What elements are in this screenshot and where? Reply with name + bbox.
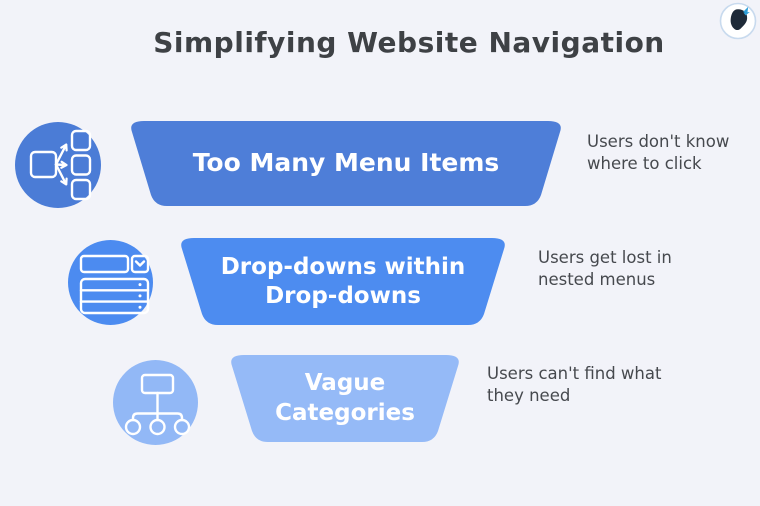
funnel-segment-3: Vague Categories — [228, 355, 462, 442]
funnel-shape — [181, 238, 505, 325]
annotation-2: Users get lost in nested menus — [538, 248, 672, 289]
funnel-label-2: Drop-downs within Drop-downs — [220, 254, 466, 309]
funnel-shape — [231, 355, 459, 442]
funnel-segment-1: Too Many Menu Items — [128, 121, 564, 206]
head-with-butterfly-logo-icon — [719, 2, 757, 40]
funnel-label-3: Vague Categories — [275, 369, 415, 426]
funnel-label-1: Too Many Menu Items — [192, 148, 500, 178]
dropdown-list-icon — [68, 240, 153, 325]
annotation-1: Users don't know where to click — [587, 132, 730, 173]
funnel-shape — [131, 121, 561, 206]
funnel-segment-2: Drop-downs within Drop-downs — [178, 238, 508, 325]
branching-menu-icon — [15, 122, 101, 208]
category-tree-icon — [113, 360, 198, 445]
brand-logo — [719, 2, 757, 40]
annotation-3: Users can't find what they need — [487, 364, 662, 405]
page-title: Simplifying Website Navigation — [153, 26, 665, 59]
